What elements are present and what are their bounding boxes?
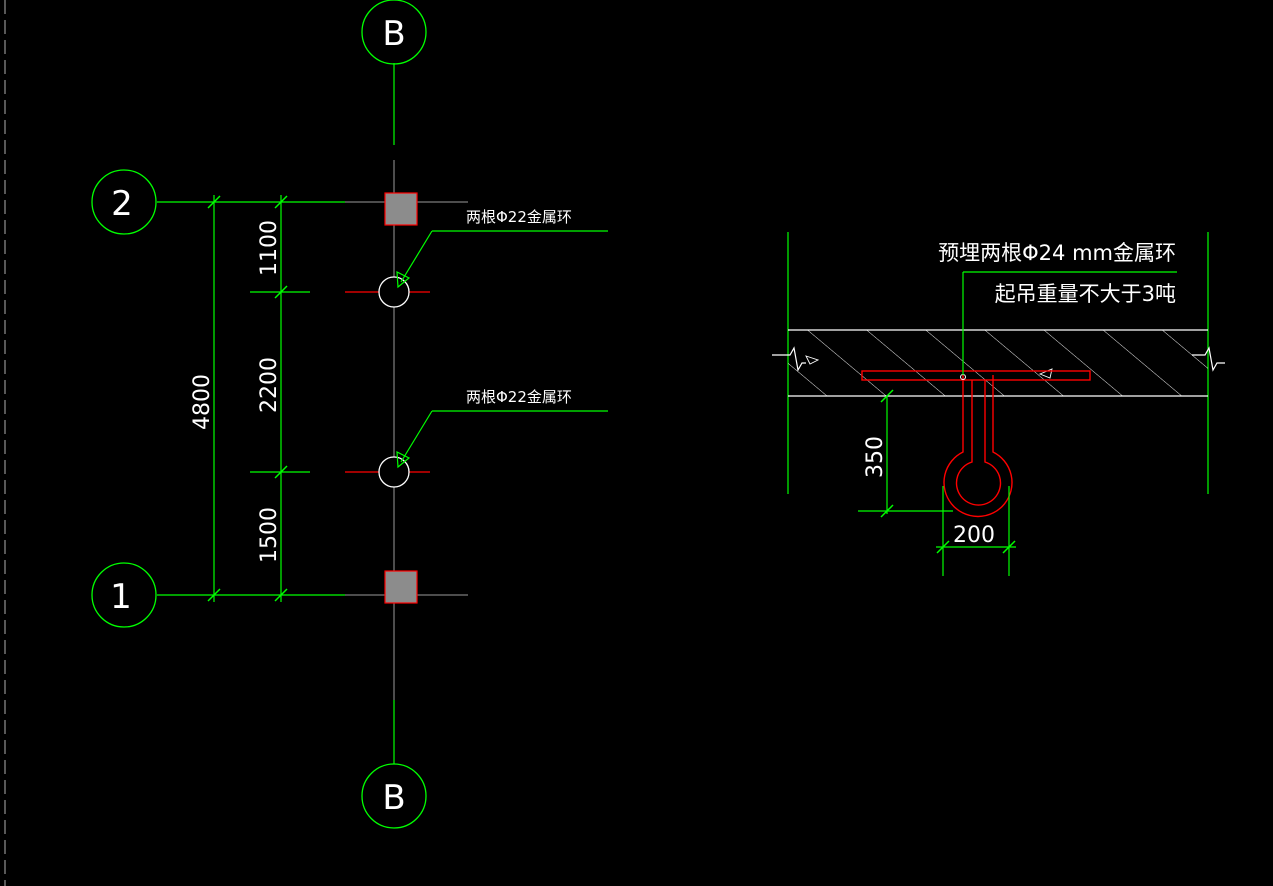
plan-view: B B 2 1 4800 — [91, 0, 608, 829]
dimension-segments: 1100 2200 1500 — [250, 195, 310, 602]
column-lower — [384, 570, 418, 604]
leader-ring-lower: 两根Φ22金属环 — [396, 388, 608, 469]
section-note-line1: 预埋两根Φ24 mm金属环 — [938, 241, 1176, 265]
section-note-line2: 起吊重量不大于3吨 — [995, 282, 1176, 306]
axis-label-b-bottom: B — [382, 778, 405, 818]
leader-ring-upper: 两根Φ22金属环 — [396, 208, 608, 289]
slab-hatch — [788, 330, 1208, 396]
section-detail: 预埋两根Φ24 mm金属环 起吊重量不大于3吨 350 200 — [772, 232, 1225, 576]
axis-bubble-1: 1 — [91, 562, 157, 628]
dim-segment-bottom-label: 1500 — [257, 507, 282, 563]
axis-label-1: 1 — [110, 577, 132, 617]
break-line-left — [772, 346, 806, 372]
note-ring-lower: 两根Φ22金属环 — [466, 388, 572, 406]
dim-segment-middle-label: 2200 — [257, 357, 282, 413]
lifting-ring-upper — [345, 276, 430, 308]
embedded-ring — [861, 370, 1091, 518]
column-upper — [384, 192, 418, 226]
note-ring-upper: 两根Φ22金属环 — [466, 208, 572, 226]
break-line-right — [1192, 346, 1225, 372]
section-dim-height-label: 350 — [863, 436, 888, 478]
axis-bubble-b-bottom: B — [361, 763, 427, 829]
axis-label-b-top: B — [382, 14, 405, 54]
aggregate-mark-left — [805, 355, 820, 365]
dim-segment-top-label: 1100 — [257, 220, 282, 276]
axis-bubble-2: 2 — [91, 169, 157, 235]
axis-label-2: 2 — [111, 184, 133, 224]
section-dim-width-label: 200 — [953, 523, 995, 548]
lifting-ring-lower — [345, 456, 430, 488]
dim-total-label: 4800 — [190, 374, 215, 430]
section-dimension-height: 350 — [858, 389, 953, 518]
dimension-total: 4800 — [190, 195, 221, 602]
section-dimension-width: 200 — [936, 486, 1016, 576]
axis-bubble-b-top: B — [361, 0, 427, 65]
